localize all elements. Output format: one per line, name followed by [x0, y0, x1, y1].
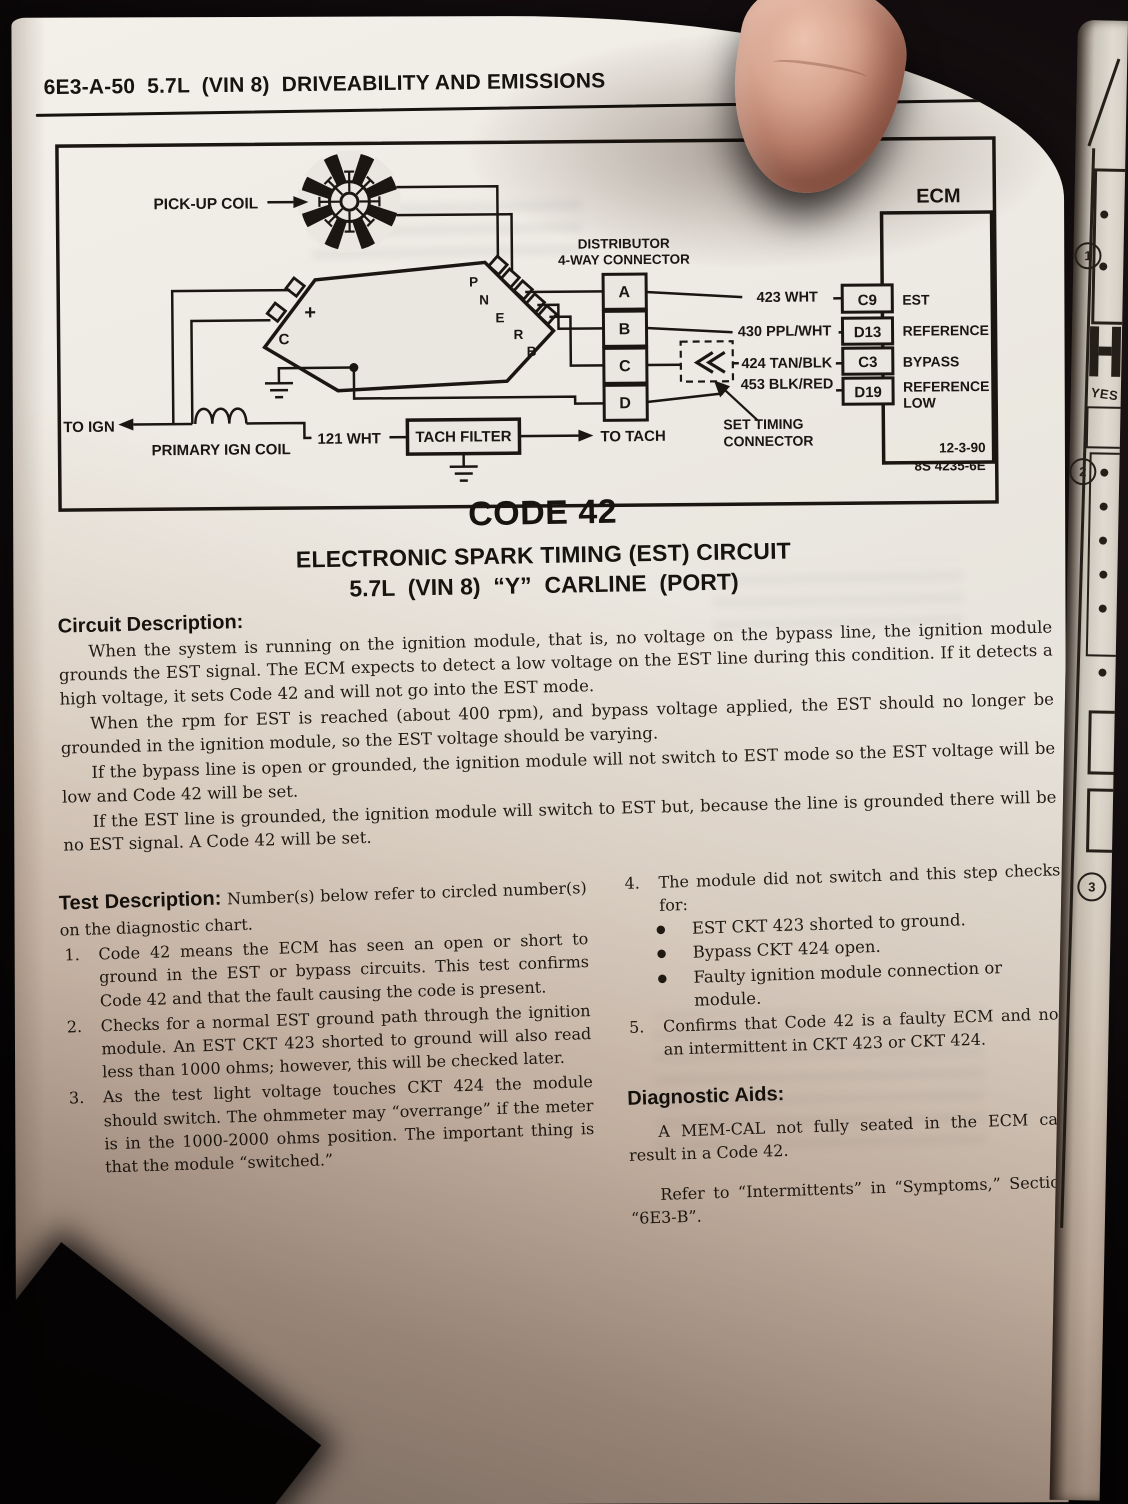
item-number: 3. — [68, 1088, 85, 1108]
wire-121 — [246, 421, 312, 440]
connector-pin-c: C — [619, 358, 631, 375]
set-timing-connector-box — [679, 340, 735, 383]
tach-filter-label: TACH FILTER — [415, 428, 511, 446]
primary-coil-symbol — [194, 407, 248, 425]
test-description-heading: Test Description: — [58, 887, 222, 915]
tach-filter-ground-icon — [449, 453, 478, 482]
ecm-pin-d13: D13 — [854, 324, 882, 341]
item-number: 1. — [64, 945, 81, 965]
right-column: 4. The module did not switch and this st… — [620, 858, 1068, 1246]
ecm-fn-est: EST — [902, 292, 930, 308]
facing-step-number: 3 — [1088, 879, 1096, 895]
wire-label-430: 430 PPL/WHT — [738, 323, 832, 340]
facing-connector-crossbar — [1098, 346, 1112, 356]
module-pin-r: R — [514, 327, 524, 342]
to-ign-arrowhead-icon — [118, 418, 134, 431]
set-timing-chevrons-icon — [693, 350, 726, 374]
pickup-coil-wheel — [298, 150, 401, 253]
connector-pin-a: A — [618, 284, 630, 301]
facing-yes-label: YES — [1089, 384, 1120, 404]
page-header: 6E3-A-50 5.7L (VIN 8) DRIVEABILITY AND E… — [43, 69, 606, 100]
manual-page-content: 6E3-A-50 5.7L (VIN 8) DRIVEABILITY AND E… — [11, 14, 1069, 1504]
item-text: Confirms that Code 42 is a faulty ECM an… — [662, 1003, 1066, 1059]
facing-chart-box — [1085, 406, 1128, 450]
diagnostic-aids-paragraph: A MEM-CAL not fully seated in the ECM ca… — [628, 1109, 1069, 1166]
pickup-wire-1 — [396, 185, 500, 259]
bullet-icon: ● — [656, 947, 667, 961]
wire-label-424: 424 TAN/BLK — [741, 355, 832, 372]
module-pin-plus: + — [304, 302, 316, 324]
ecm-label: ECM — [916, 185, 961, 207]
facing-bullet — [1098, 668, 1107, 677]
facing-chart-border — [1060, 148, 1096, 1228]
facing-connector-bar — [1111, 326, 1122, 377]
ecm-pin-d19: D19 — [854, 384, 882, 401]
facing-step-circle-3: 3 — [1077, 872, 1107, 902]
item-number: 5. — [628, 1017, 645, 1037]
set-timing-label-1: SET TIMING — [723, 416, 803, 433]
wire-to-tach — [519, 434, 579, 438]
facing-chart-box — [1085, 452, 1128, 658]
to-tach-arrowhead-icon — [578, 429, 594, 442]
facing-step-number: 1 — [1084, 248, 1092, 264]
module-pin-b: B — [527, 344, 537, 359]
wire-label-453: 453 BLK/RED — [741, 376, 834, 393]
module-terminal-plus — [284, 275, 307, 299]
wire-430 — [646, 326, 733, 334]
facing-step-number: 2 — [1079, 464, 1087, 480]
finger-crease — [772, 55, 868, 84]
to-ign-label: TO IGN — [63, 419, 115, 436]
ecm-pin-c3: C3 — [858, 354, 877, 371]
ecm-fn-reference-low-1: REFERENCE — [903, 378, 989, 395]
wire-to-ign — [133, 422, 193, 426]
test-item-3: 3. As the test light voltage touches CKT… — [65, 1070, 596, 1179]
bullet-icon: ● — [657, 971, 668, 985]
bullet-icon: ● — [655, 923, 666, 937]
diagnostic-aids-heading: Diagnostic Aids: — [626, 1083, 785, 1111]
ecm-fn-bypass: BYPASS — [903, 353, 960, 369]
connector-pin-d: D — [619, 395, 631, 412]
to-tach-label: TO TACH — [600, 428, 665, 446]
facing-chart-box — [1091, 168, 1128, 326]
facing-bullet — [1098, 604, 1107, 613]
facing-bullet — [1099, 502, 1108, 511]
ecm-pin-c9: C9 — [858, 292, 877, 309]
diagnostic-aids-paragraph: Refer to “Intermittents” in “Symptoms,” … — [630, 1171, 1069, 1228]
figure-rev-date: 12-3-90 — [939, 440, 986, 455]
ecm-fn-reference-low-2: LOW — [903, 394, 937, 410]
test-description-column: Test Description: Number(s) below refer … — [58, 873, 597, 1263]
wire-453 — [647, 392, 724, 404]
wire-423 — [646, 290, 743, 299]
ecm-fn-reference: REFERENCE — [902, 322, 988, 339]
facing-chart-box — [1086, 788, 1128, 854]
distributor-label-1: DISTRIBUTOR — [578, 236, 670, 252]
facing-chart-line — [1087, 58, 1121, 147]
item-number: 2. — [66, 1016, 83, 1037]
primary-coil-label: PRIMARY IGN COIL — [151, 441, 290, 459]
pickup-coil-label: PICK-UP COIL — [153, 195, 258, 213]
set-timing-label-2: CONNECTOR — [723, 433, 813, 450]
item-number: 4. — [624, 873, 641, 893]
module-terminal-c — [265, 301, 288, 324]
wire-label-423: 423 WHT — [757, 290, 819, 307]
module-pin-c: C — [279, 331, 290, 348]
connector-pin-b: B — [619, 321, 631, 338]
manual-page: 6E3-A-50 5.7L (VIN 8) DRIVEABILITY AND E… — [11, 14, 1069, 1504]
wiring-diagram-svg: PICK-UP COIL DISTRIBUTOR 4-WAY CONNECTOR… — [55, 136, 999, 512]
item-text: As the test light voltage touches CKT 42… — [102, 1072, 595, 1177]
circuit-description-section: Circuit Description: When the system is … — [57, 591, 1057, 858]
wire-module-a — [525, 290, 604, 294]
figure-wiring-diagram: PICK-UP COIL DISTRIBUTOR 4-WAY CONNECTOR… — [53, 134, 1001, 514]
distributor-label-2: 4-WAY CONNECTOR — [558, 252, 690, 268]
module-pin-e: E — [495, 310, 504, 325]
module-pin-n: N — [479, 292, 489, 307]
item-text: Checks for a normal EST ground path thro… — [100, 1000, 592, 1082]
module-pin-p: P — [469, 274, 478, 289]
figure-doc-number: 8S 4235-6E — [914, 458, 985, 474]
wire-121-label: 121 WHT — [317, 430, 381, 448]
item-text: Code 42 means the ECM has seen an open o… — [98, 929, 590, 1010]
title-block: CODE 42 ELECTRONIC SPARK TIMING (EST) CI… — [152, 487, 934, 606]
lower-columns: Test Description: Number(s) below refer … — [58, 858, 1069, 1263]
facing-chart-box — [1087, 710, 1128, 776]
